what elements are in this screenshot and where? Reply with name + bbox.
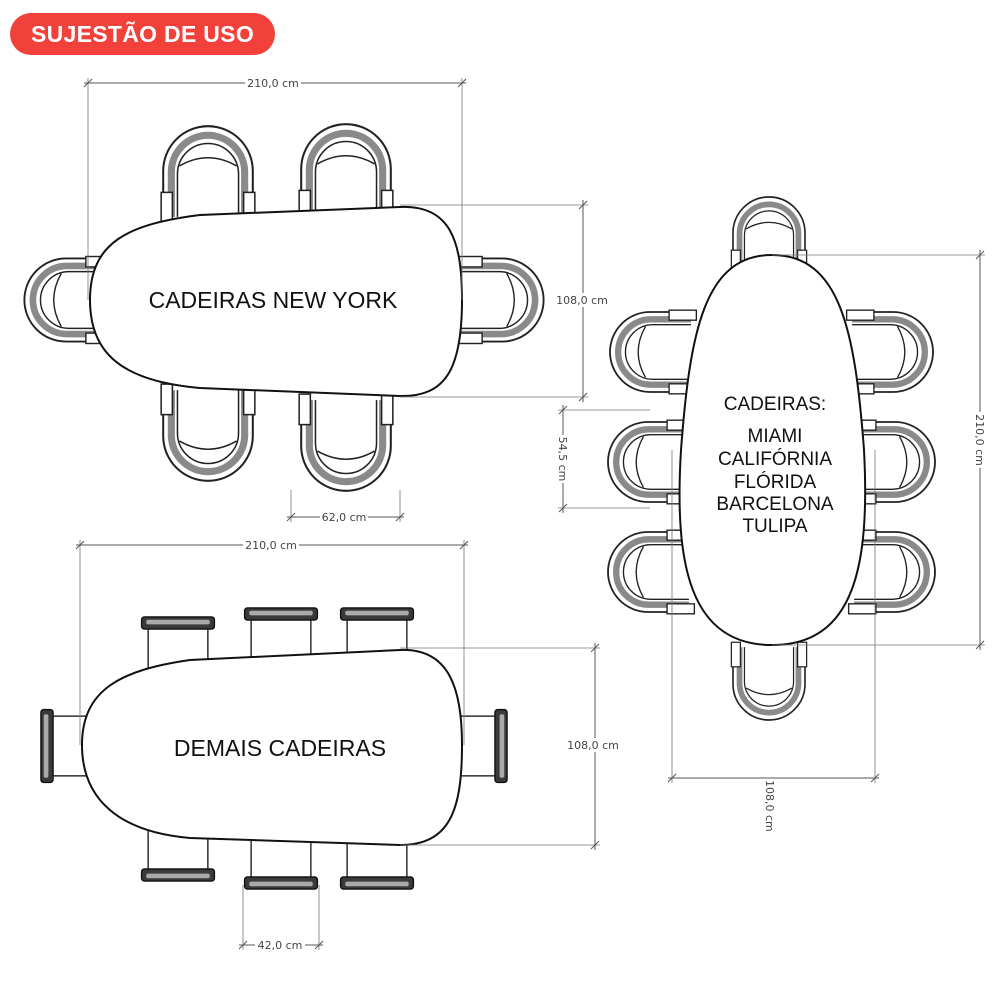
chair-right-1 <box>847 310 933 394</box>
dimension-depth: 108,0 cm <box>400 643 622 850</box>
dimension-chair: 54,5 cm <box>556 405 650 513</box>
chair-top-1 <box>161 126 255 223</box>
new-york-title: CADEIRAS NEW YORK <box>149 287 398 313</box>
svg-text:108,0 cm: 108,0 cm <box>556 294 608 307</box>
svg-text:210,0 cm: 210,0 cm <box>247 77 299 90</box>
chair-head-bottom <box>731 642 806 720</box>
dimension-chair: 42,0 cm <box>238 885 324 952</box>
svg-text:108,0 cm: 108,0 cm <box>567 739 619 752</box>
chair-left-1 <box>610 310 696 394</box>
svg-text:62,0 cm: 62,0 cm <box>322 511 367 524</box>
usage-suggestion-badge: SUJESTÃO DE USO <box>10 13 275 55</box>
new-york-layout: CADEIRAS NEW YORK 210,0 cm 108,0 cm 62,0… <box>24 76 610 524</box>
vertical-layout: CADEIRAS: MIAMI CALIFÓRNIA FLÓRIDA BARCE… <box>556 197 987 832</box>
chair-bottom-2 <box>243 835 319 890</box>
svg-text:42,0 cm: 42,0 cm <box>258 939 303 952</box>
svg-text:108,0 cm: 108,0 cm <box>763 780 776 832</box>
chair-top-2 <box>243 607 319 662</box>
chair-model: BARCELONA <box>716 494 834 515</box>
chair-model: MIAMI <box>748 426 803 447</box>
others-title: DEMAIS CADEIRAS <box>174 735 386 761</box>
chair-model: CALIFÓRNIA <box>718 448 832 470</box>
dimension-width: 210,0 cm <box>83 76 467 300</box>
chair-right <box>454 257 544 344</box>
chair-bottom-2 <box>299 394 393 491</box>
other-chairs-layout: DEMAIS CADEIRAS 210,0 cm 108,0 cm 42,0 c… <box>40 538 622 952</box>
dimension-width: 108,0 cm <box>667 450 880 832</box>
dimension-chair: 62,0 cm <box>286 490 405 524</box>
svg-text:54,5 cm: 54,5 cm <box>556 437 569 482</box>
chair-model: FLÓRIDA <box>734 471 817 493</box>
chair-bottom-1 <box>161 384 255 481</box>
dimension-depth: 108,0 cm <box>400 200 610 402</box>
svg-text:210,0 cm: 210,0 cm <box>973 414 986 466</box>
table-top-others <box>80 648 464 847</box>
svg-text:210,0 cm: 210,0 cm <box>245 539 297 552</box>
chairs-heading: CADEIRAS: <box>724 394 826 415</box>
chair-top-2 <box>299 124 393 221</box>
dimension-length: 210,0 cm <box>772 250 987 650</box>
chair-model: TULIPA <box>742 516 807 537</box>
dimension-width: 210,0 cm <box>75 538 469 745</box>
